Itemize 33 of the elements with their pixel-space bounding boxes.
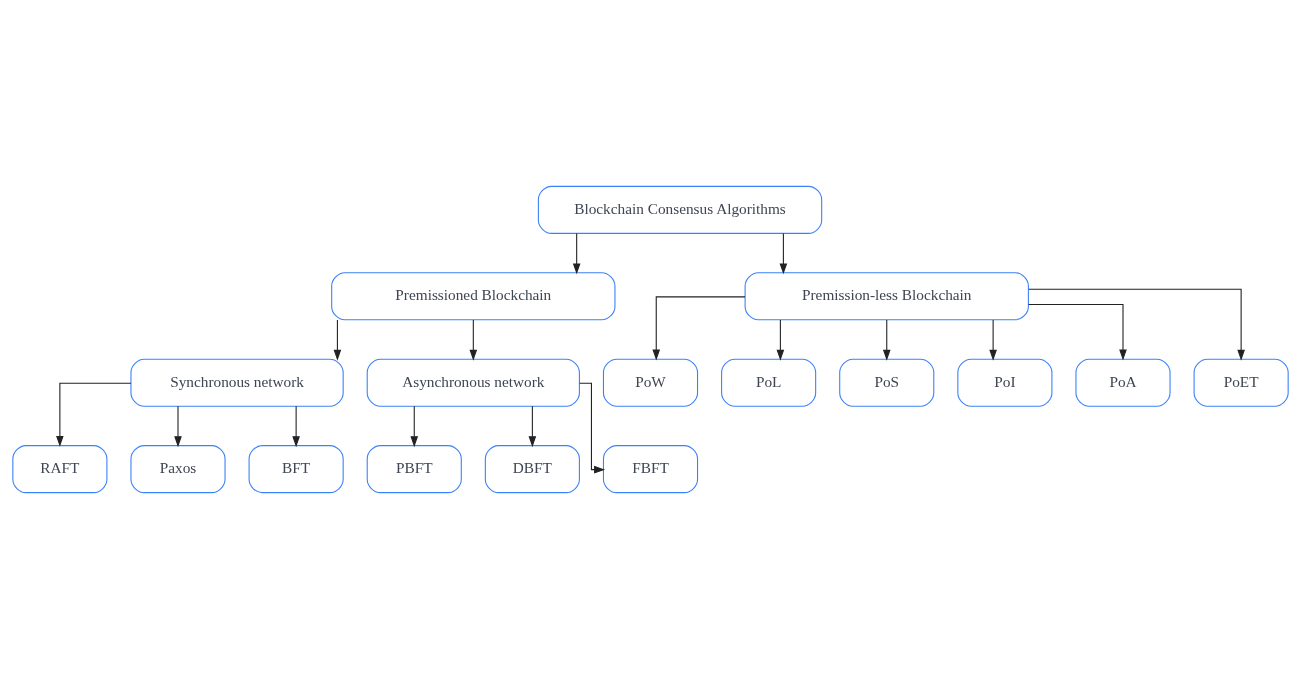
node-box: FBFT — [602, 445, 699, 494]
arrow — [56, 382, 132, 447]
arrow — [779, 232, 788, 275]
node-box: Blockchain Consensus Algorithms — [537, 185, 823, 234]
arrow — [989, 319, 997, 361]
node-box: PoA — [1075, 358, 1171, 407]
arrow — [410, 405, 419, 448]
node-box: PoET — [1193, 358, 1289, 407]
arrow — [579, 382, 606, 474]
arrow — [776, 319, 785, 361]
arrow — [882, 319, 891, 361]
node-box: Premission-less Blockchain — [744, 272, 1029, 321]
node-box: Asynchronous network — [366, 358, 580, 407]
node-box: PBFT — [366, 445, 462, 494]
node-box: RAFT — [12, 445, 108, 494]
node-box: DBFT — [484, 445, 580, 494]
node-box: BFT — [248, 445, 344, 494]
arrow — [528, 405, 537, 448]
arrow — [333, 319, 342, 361]
node-box: PoI — [957, 358, 1053, 407]
arrow — [1028, 288, 1245, 361]
arrow — [572, 232, 581, 275]
node-box: Paxos — [130, 445, 226, 494]
node-box: PoW — [602, 358, 699, 407]
node-box: PoS — [839, 358, 935, 407]
node-box: Synchronous network — [130, 358, 344, 407]
arrow — [292, 405, 300, 448]
arrow — [1028, 303, 1127, 361]
node-box: Premissioned Blockchain — [331, 272, 616, 321]
arrow — [652, 296, 746, 361]
arrow — [174, 405, 182, 448]
arrow — [469, 319, 478, 361]
node-box: PoL — [721, 358, 817, 407]
